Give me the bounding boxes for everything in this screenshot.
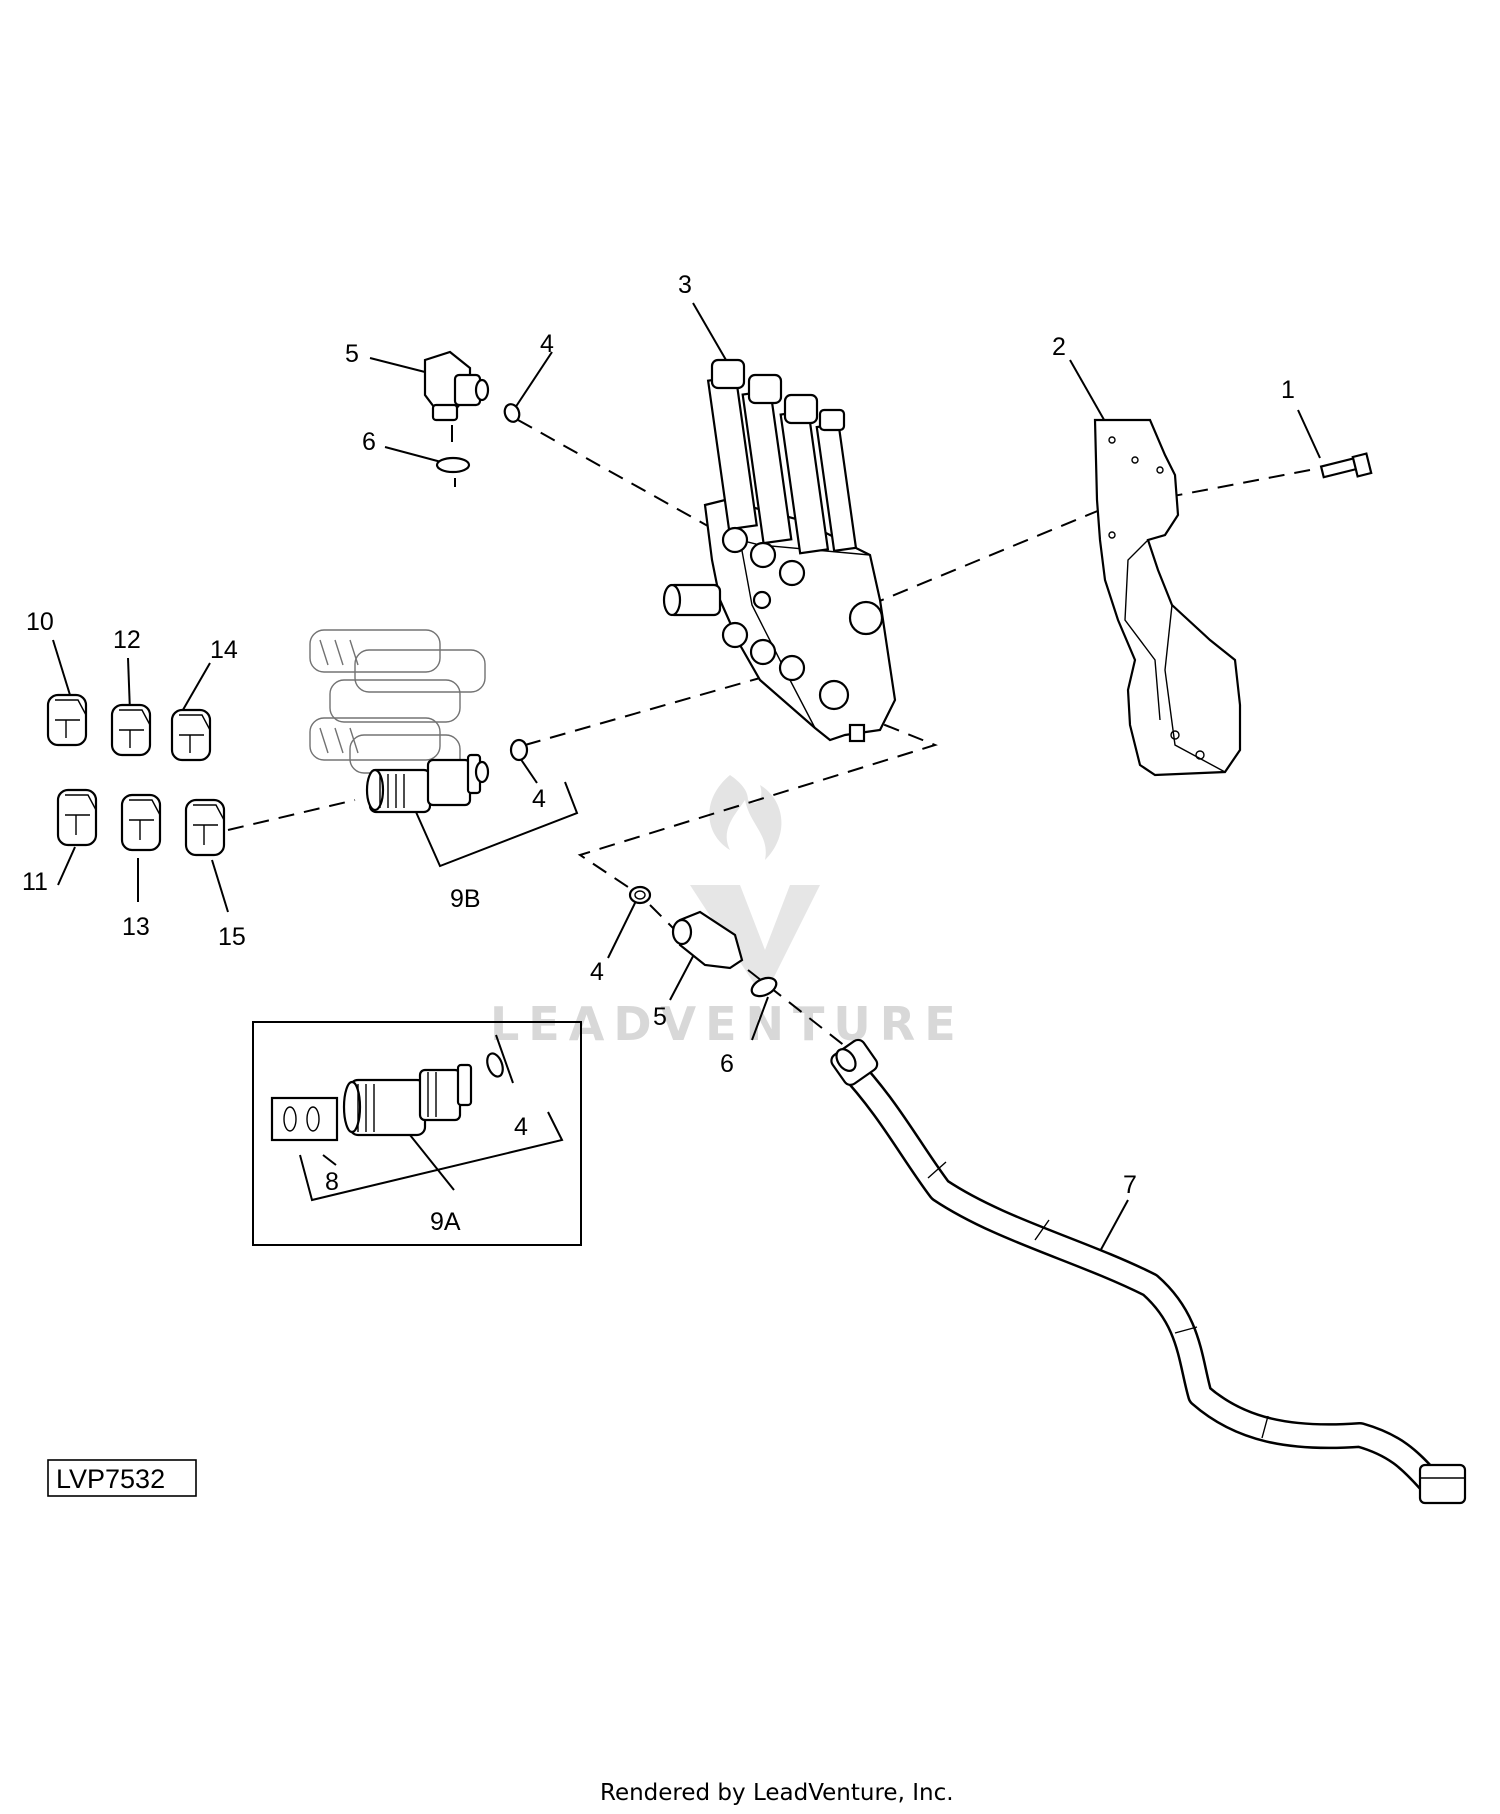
callout-9b: 9B — [450, 885, 481, 913]
callout-2: 2 — [1052, 333, 1066, 361]
plug-15 — [184, 798, 226, 857]
part-mounting-bracket — [1093, 418, 1242, 777]
callout-5-low: 5 — [653, 1003, 667, 1031]
part-spool-9b — [365, 738, 529, 814]
plug-12 — [110, 703, 152, 757]
part-plugs — [46, 693, 226, 857]
part-bolt — [1319, 452, 1373, 479]
callout-1: 1 — [1281, 376, 1295, 404]
callout-14: 14 — [210, 636, 238, 664]
callout-11: 11 — [22, 868, 48, 896]
plug-13 — [120, 793, 162, 852]
callout-6-low: 6 — [720, 1050, 734, 1078]
callout-9a: 9A — [430, 1208, 461, 1236]
part-id-box: LVP7532 — [47, 1459, 197, 1497]
part-control-valve — [662, 358, 897, 743]
callout-13: 13 — [122, 913, 150, 941]
callout-10: 10 — [26, 608, 54, 636]
part-lower-fittings — [628, 885, 778, 998]
callout-15: 15 — [218, 923, 246, 951]
part-elbow-fitting-top — [423, 350, 521, 487]
plug-10 — [46, 693, 88, 747]
callout-3: 3 — [678, 271, 692, 299]
callout-4-low: 4 — [590, 958, 604, 986]
part-id-label: LVP7532 — [56, 1464, 165, 1494]
inset-kit-box — [252, 1021, 582, 1246]
footer-credit: Rendered by LeadVenture, Inc. — [600, 1780, 954, 1806]
callout-4-box: 4 — [514, 1113, 528, 1141]
callout-8: 8 — [325, 1168, 339, 1196]
callout-7: 7 — [1123, 1171, 1137, 1199]
watermark-text: LEADVENTURE — [490, 997, 965, 1051]
part-spool-springs — [309, 629, 486, 774]
callout-labels: 1 2 3 4 5 6 4 9B 10 11 12 13 14 15 4 5 6… — [22, 271, 1295, 1236]
watermark: LEADVENTURE — [490, 775, 965, 1051]
watermark-flame-icon — [709, 775, 782, 860]
plug-11 — [56, 788, 98, 847]
callout-6-top: 6 — [362, 428, 376, 456]
plug-14 — [170, 708, 212, 762]
watermark-v-icon — [690, 885, 820, 985]
callout-12: 12 — [113, 626, 141, 654]
callout-4-mid: 4 — [532, 785, 546, 813]
callout-5-top: 5 — [345, 340, 359, 368]
part-hydraulic-line — [830, 1038, 1467, 1505]
callout-4-top: 4 — [540, 330, 554, 358]
